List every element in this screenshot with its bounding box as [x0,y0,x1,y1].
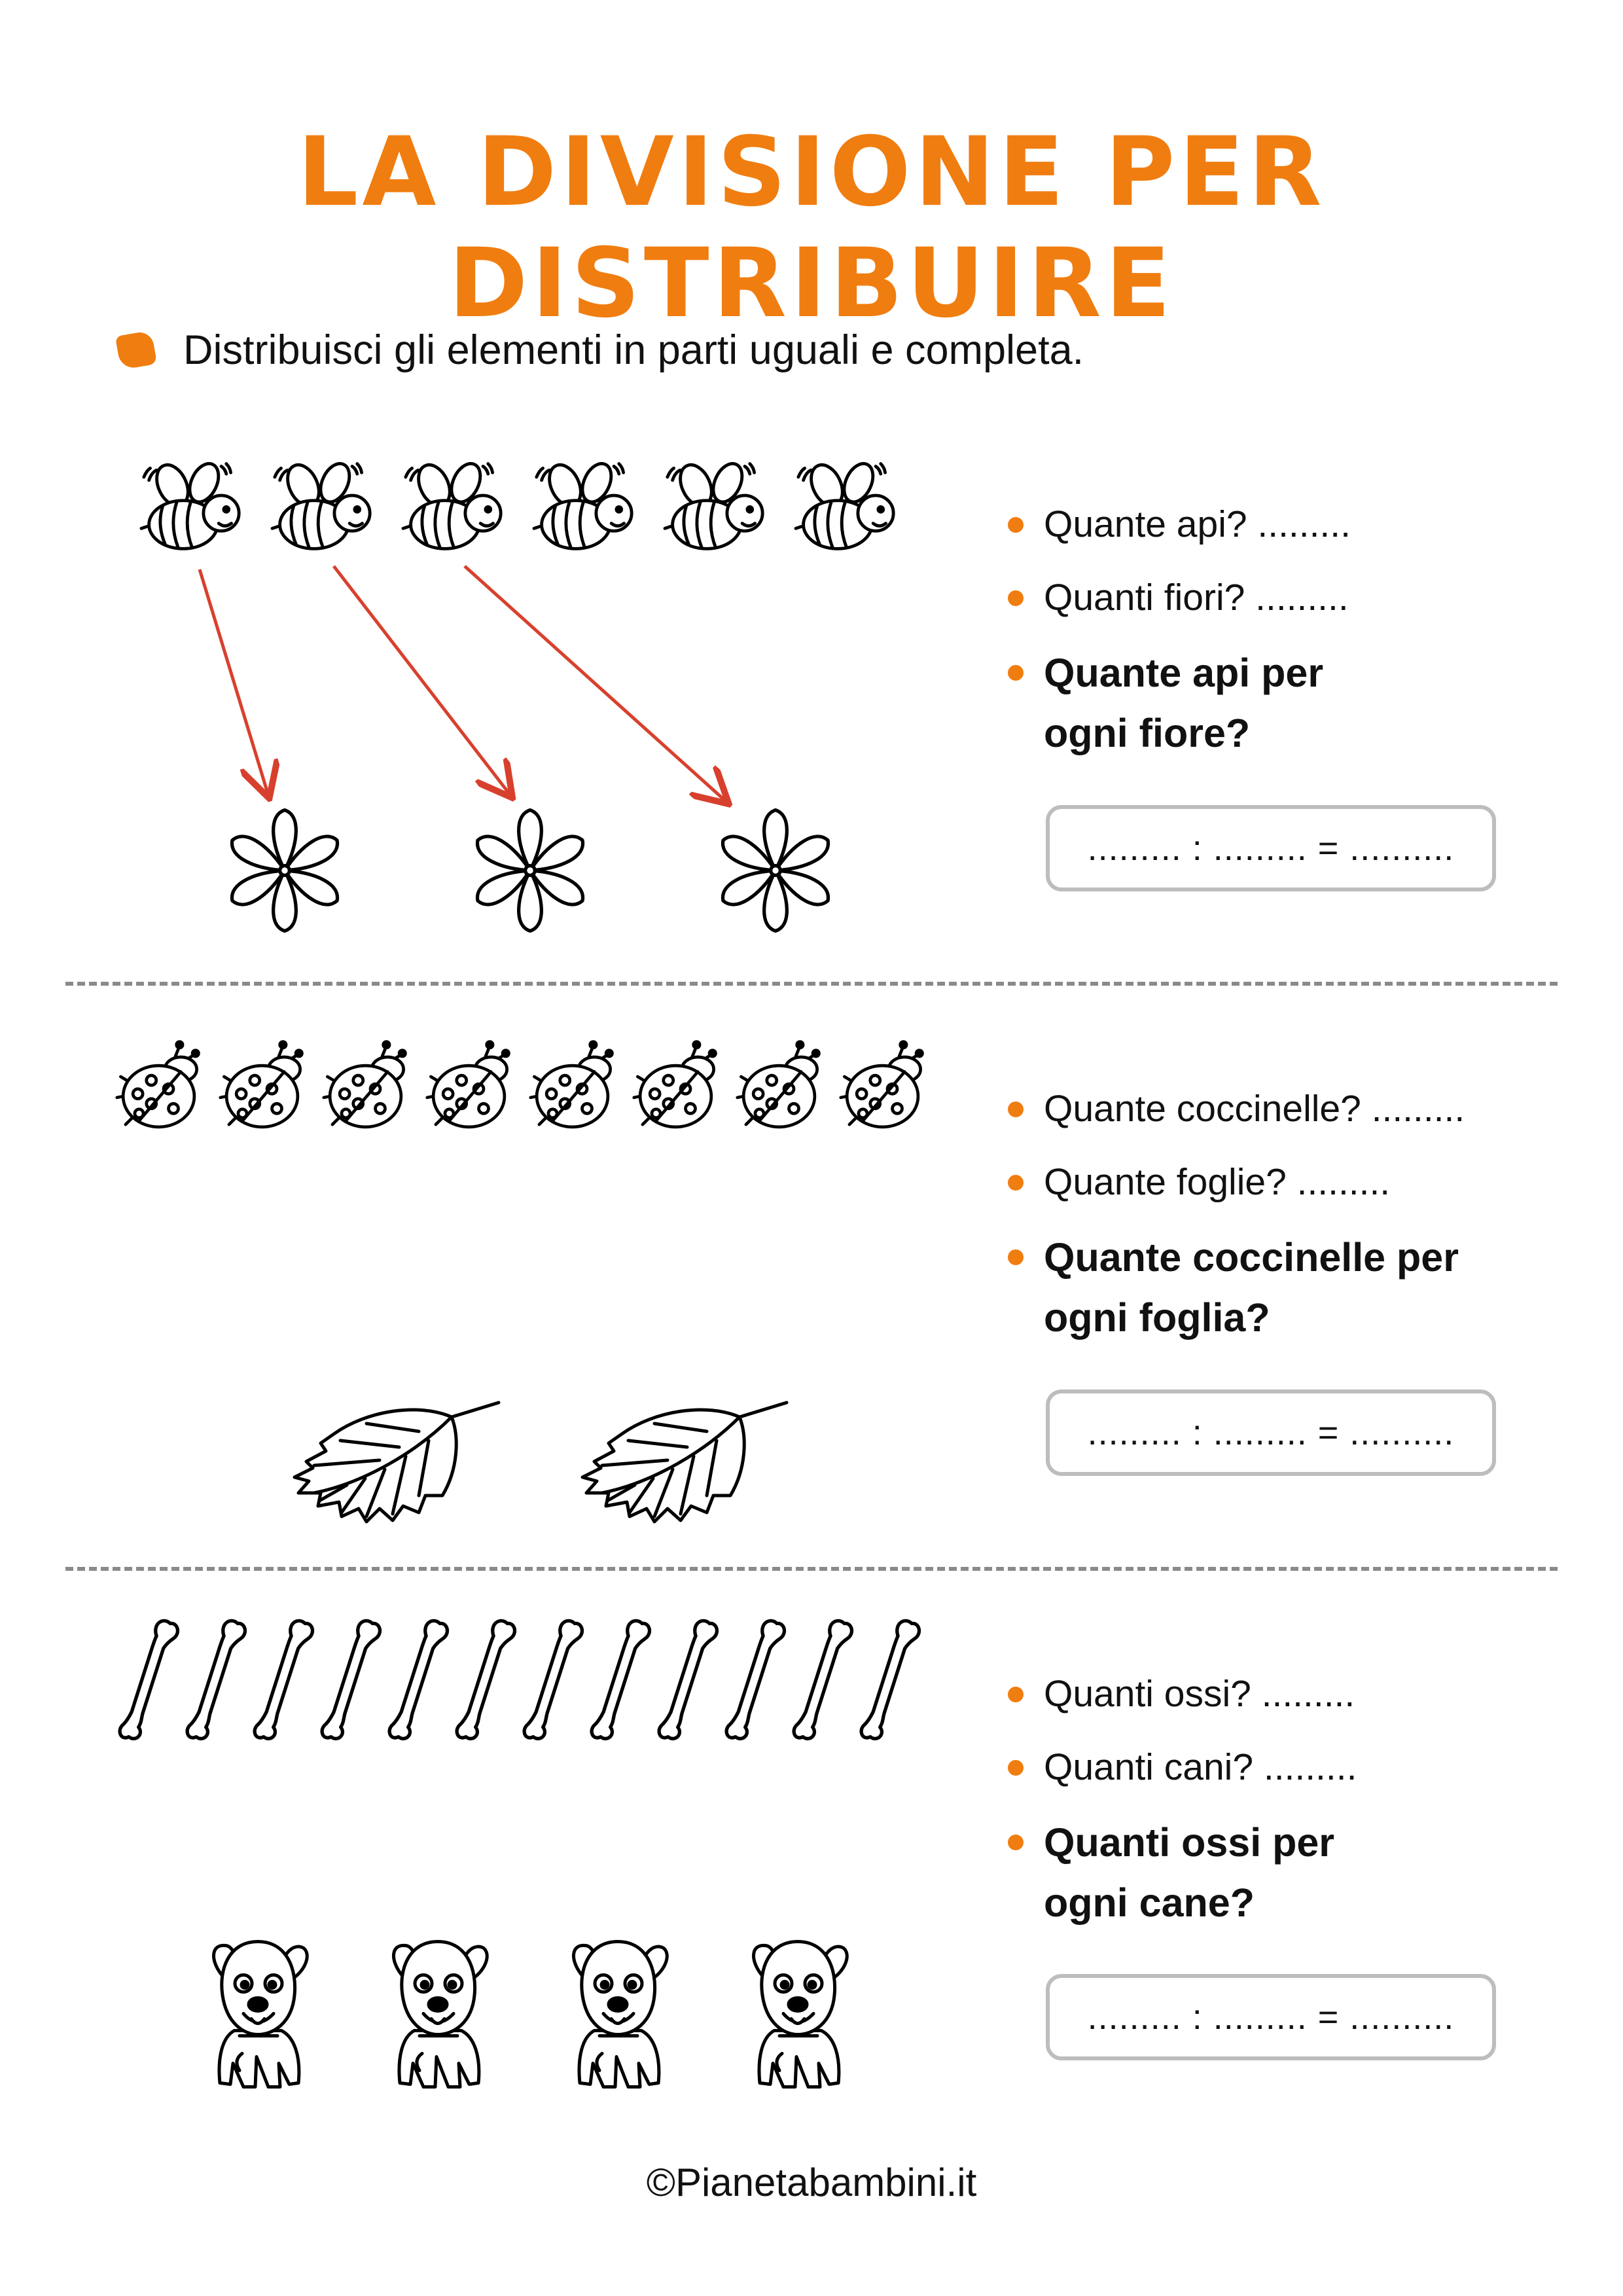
page-title: LA DIVISIONE PER DISTRIBUIRE [297,117,1326,339]
section-divider [65,1567,1558,1571]
section-divider [65,982,1558,986]
arrows [198,565,726,802]
flower-group [226,810,833,931]
question-count-bees: Quante api? ......... [1008,504,1351,545]
answer-box-api[interactable]: ......... : ......... = .......... [1046,805,1496,891]
dog-group [214,1942,847,2087]
footer-copyright: ©Pianetabambini.it [646,2161,977,2204]
instruction: Distribuisci gli elementi in parti ugual… [115,324,1084,376]
ladybug-group [117,1042,923,1127]
answer-box-ossi[interactable]: ......... : ......... = .......... [1046,1974,1496,2060]
bone-group [120,1621,919,1738]
bee-group [141,459,893,548]
question-count-dogs: Quanti cani? ......... [1008,1747,1357,1787]
question-count-bones: Quanti ossi? ......... [1008,1674,1357,1714]
question-count-leaves: Quante foglie? ......... [1008,1162,1465,1202]
questions-api: Quante api? ......... Quanti fiori? ....… [1008,504,1351,796]
instruction-text: Distribuisci gli elementi in parti ugual… [183,327,1084,373]
leaf-group [294,1403,787,1522]
answer-box-coccinelle[interactable]: ......... : ......... = .......... [1046,1390,1496,1476]
questions-ossi: Quanti ossi? ......... Quanti cani? ....… [1008,1674,1357,1965]
question-count-flowers: Quanti fiori? ......... [1008,577,1351,618]
question-count-ladybugs: Quante coccinelle? ......... [1008,1088,1465,1129]
questions-coccinelle: Quante coccinelle? ......... Quante fogl… [1008,1088,1465,1380]
